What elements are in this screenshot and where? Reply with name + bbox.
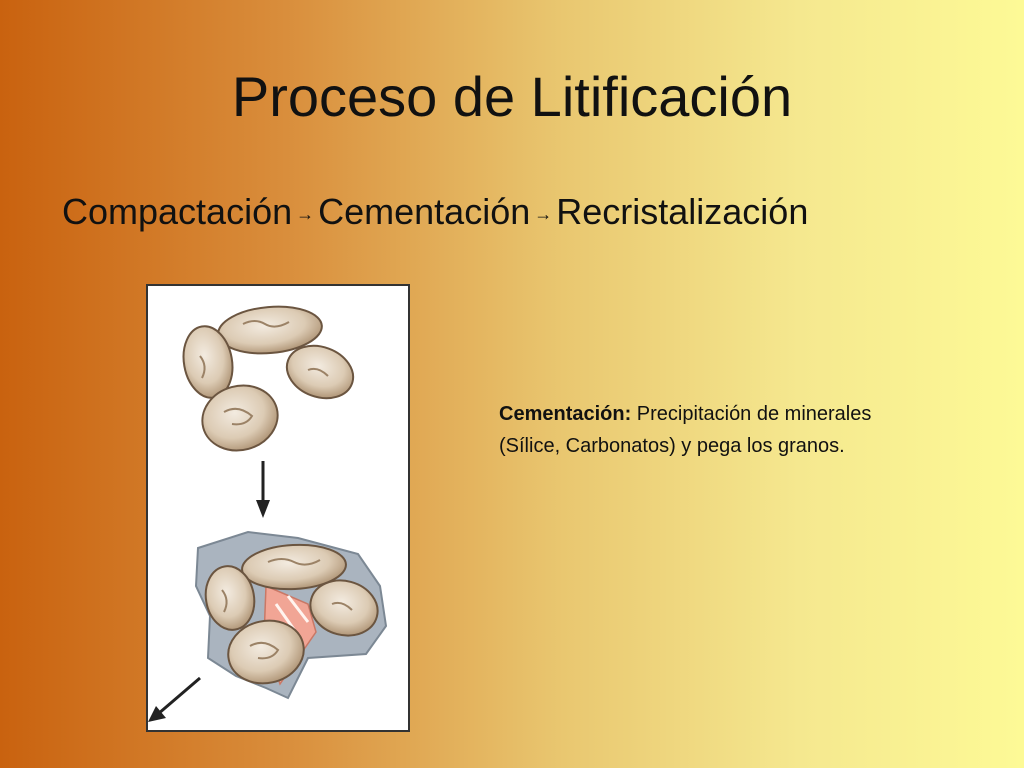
step-cementacion: Cementación	[318, 191, 531, 232]
cemented-grains	[194, 530, 388, 700]
loose-grains	[182, 305, 355, 452]
grain	[204, 565, 256, 631]
illustration-svg	[148, 305, 388, 722]
description-term: Cementación:	[499, 403, 632, 425]
grain	[227, 619, 305, 685]
right-arrow-icon: →	[534, 203, 553, 224]
step-recristalizacion: Recristalización	[556, 191, 809, 232]
slide-title: Proceso de Litificación	[231, 65, 793, 128]
grain	[201, 384, 279, 452]
diagonal-arrow-icon	[148, 676, 201, 722]
description-body: Precipitación de minerales (Sílice, Carb…	[499, 403, 872, 457]
grain	[309, 579, 379, 637]
down-arrow-icon	[256, 461, 270, 518]
cementation-illustration	[146, 284, 410, 732]
process-sequence: Compactación → Cementación → Recristaliz…	[62, 188, 808, 236]
grain	[241, 543, 347, 591]
step-compactacion: Compactación	[62, 191, 293, 232]
right-arrow-icon: →	[296, 203, 315, 224]
description-text: Cementación: Precipitación de minerales …	[499, 398, 879, 462]
grain	[285, 344, 355, 400]
